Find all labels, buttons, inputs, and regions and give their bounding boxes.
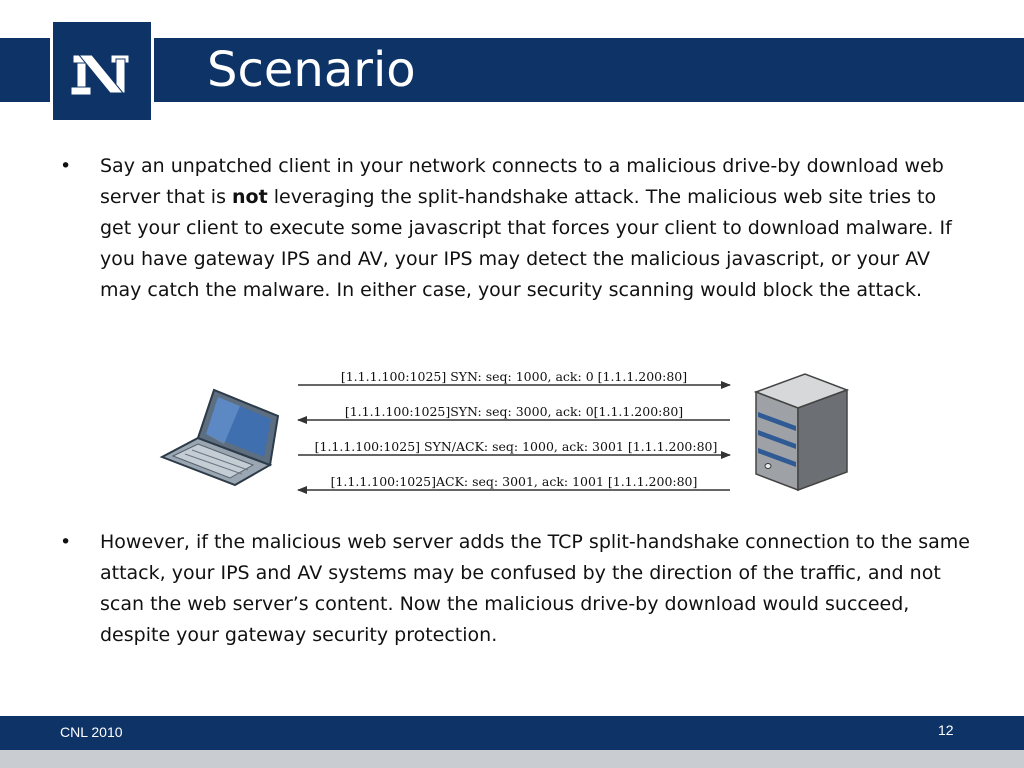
split-handshake-diagram: [1.1.1.100:1025] SYN: seq: 1000, ack: 0 …	[159, 369, 850, 494]
bullet-marker: •	[60, 155, 72, 177]
slide-title: Scenario	[207, 42, 416, 98]
bullet-marker: •	[60, 531, 72, 553]
n-logo-icon	[70, 54, 130, 96]
message-label-3: [1.1.1.100:1025] SYN/ACK: seq: 1000, ack…	[315, 439, 718, 454]
message-label-4: [1.1.1.100:1025]ACK: seq: 3001, ack: 100…	[331, 474, 698, 489]
bullet-text-2: However, if the malicious web server add…	[100, 531, 970, 646]
university-logo	[50, 19, 154, 123]
message-label-1: [1.1.1.100:1025] SYN: seq: 1000, ack: 0 …	[341, 369, 687, 384]
title-bar	[0, 38, 1024, 102]
server-icon	[753, 373, 850, 492]
bullet-text-1: Say an unpatched client in your network …	[100, 155, 952, 301]
laptop-icon	[159, 388, 280, 487]
emphasis-not: not	[232, 186, 268, 208]
message-label-2: [1.1.1.100:1025]SYN: seq: 3000, ack: 0[1…	[345, 404, 683, 419]
page-number: 12	[938, 722, 954, 738]
footer-label: CNL 2010	[60, 724, 123, 740]
footer-strip	[0, 750, 1024, 768]
footer-bar	[0, 716, 1024, 750]
